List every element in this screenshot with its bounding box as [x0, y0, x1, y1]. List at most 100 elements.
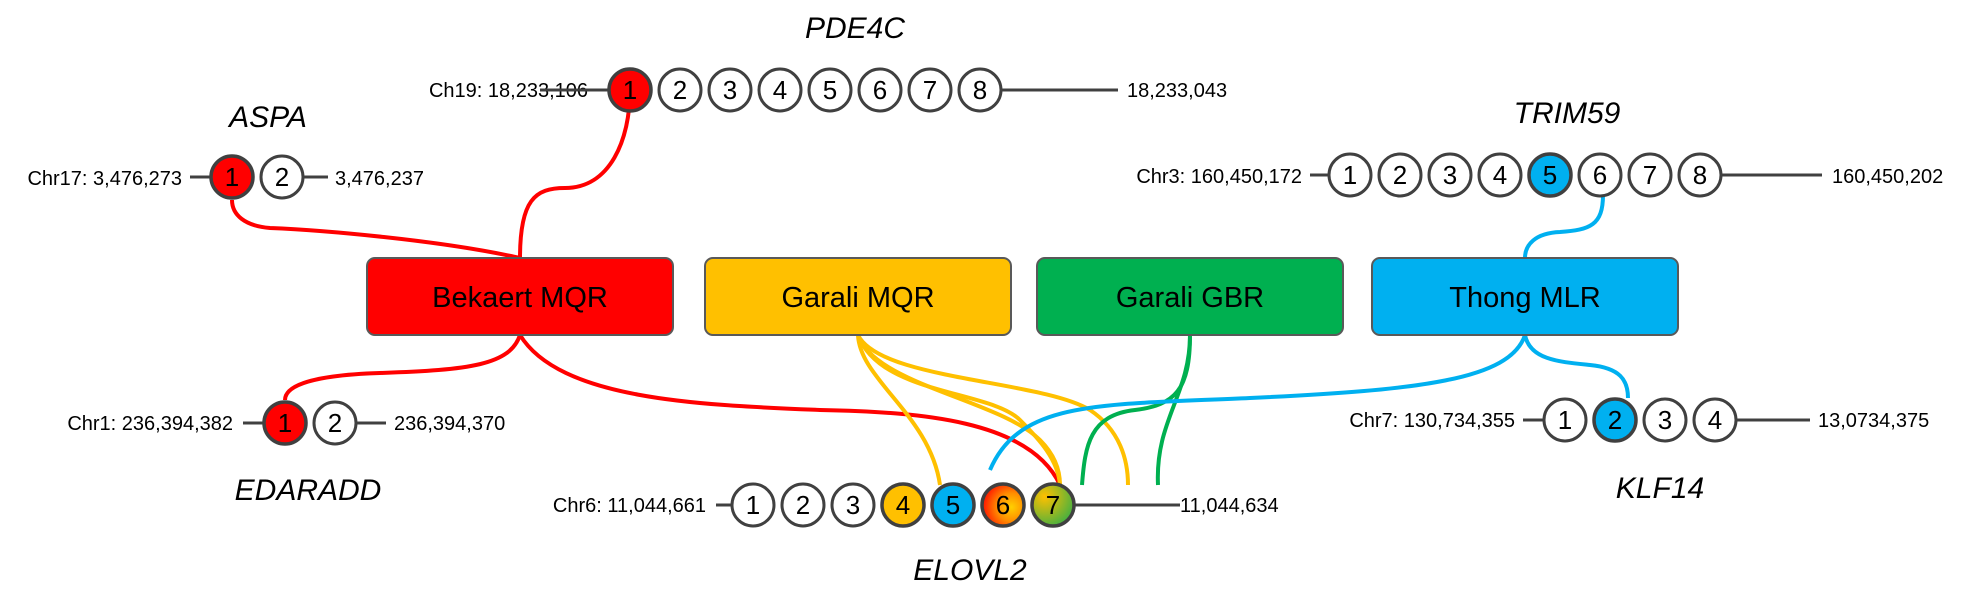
coord-right-trim59: 160,450,202	[1832, 166, 1943, 188]
cpg-site-label-elovl2-5: 5	[946, 490, 960, 520]
coord-left-klf14: Chr7: 130,734,355	[1349, 410, 1515, 432]
conn-bekaert-aspa-1	[230, 199, 521, 260]
cpg-site-label-trim59-1: 1	[1343, 160, 1357, 190]
cpg-site-aspa-2	[259, 154, 305, 200]
model-label-thong: Thong MLR	[1449, 282, 1601, 314]
gene-name-edaradd: EDARADD	[235, 474, 382, 507]
cpg-site-label-trim59-5: 5	[1543, 160, 1557, 190]
cpg-site-elovl2-6	[980, 482, 1026, 528]
cpg-site-label-trim59-8: 8	[1693, 160, 1707, 190]
cpg-site-label-elovl2-7: 7	[1046, 490, 1060, 520]
conn-bekaert-elovl2-6	[518, 333, 1062, 486]
gene-name-aspa: ASPA	[227, 101, 307, 134]
cpg-site-label-edaradd-2: 2	[328, 408, 342, 438]
conn-garalimqr-elovl2-4	[856, 334, 942, 486]
conn-bekaert-pde4c-1	[518, 89, 632, 259]
cpg-site-label-pde4c-5: 5	[823, 75, 837, 105]
cpg-site-label-trim59-3: 3	[1443, 160, 1457, 190]
coord-right-pde4c: 18,233,043	[1127, 80, 1227, 102]
conn-garalimqr-elovl2-7	[856, 333, 1130, 486]
coord-right-elovl2: 11,044,634	[1180, 495, 1279, 517]
cpg-site-label-trim59-2: 2	[1393, 160, 1407, 190]
coord-left-elovl2: Chr6: 11,044,661	[553, 495, 706, 517]
cpg-site-label-klf14-2: 2	[1608, 405, 1622, 435]
cpg-site-elovl2-1	[730, 482, 776, 528]
conn-bekaert-edaradd-1	[283, 334, 522, 401]
cpg-site-label-elovl2-1: 1	[746, 490, 760, 520]
cpg-site-klf14-2	[1592, 397, 1638, 443]
cpg-site-label-klf14-3: 3	[1658, 405, 1672, 435]
cpg-site-label-elovl2-6: 6	[996, 490, 1010, 520]
cpg-site-label-elovl2-3: 3	[846, 490, 860, 520]
coord-left-edaradd: Chr1: 236,394,382	[67, 413, 233, 435]
cpg-site-label-pde4c-4: 4	[773, 75, 787, 105]
cpg-site-aspa-1	[209, 154, 255, 200]
coord-left-trim59: Chr3: 160,450,172	[1136, 166, 1302, 188]
cpg-site-elovl2-3	[830, 482, 876, 528]
gene-name-elovl2: ELOVL2	[913, 554, 1027, 587]
cpg-site-elovl2-2	[780, 482, 826, 528]
gene-aspa: ASPA Chr17: 3,476,273 3,476,237 1 2	[27, 101, 424, 200]
cpg-site-pde4c-4	[757, 67, 803, 113]
cpg-site-label-trim59-7: 7	[1643, 160, 1657, 190]
cpg-site-trim59-5	[1527, 152, 1573, 198]
model-box-garali-gbr: Garali GBR	[1036, 257, 1344, 336]
coord-right-klf14: 13,0734,375	[1818, 410, 1929, 432]
cpg-site-label-edaradd-1: 1	[278, 408, 292, 438]
cpg-site-pde4c-7	[907, 67, 953, 113]
cpg-site-label-aspa-1: 1	[225, 162, 239, 192]
conn-garaligbr-elovl2-7	[1155, 334, 1192, 486]
gene-elovl2: ELOVL2 Chr6: 11,044,661 11,044,634 1 2 3 4 5…	[553, 482, 1279, 587]
cpg-site-label-elovl2-4: 4	[896, 490, 910, 520]
cpg-site-pde4c-3	[707, 67, 753, 113]
conn-thong-klf14-2	[1523, 334, 1630, 399]
cpg-site-pde4c-5	[807, 67, 853, 113]
model-box-bekaert: Bekaert MQR	[366, 257, 674, 336]
cpg-site-elovl2-5	[930, 482, 976, 528]
coord-right-aspa: 3,476,237	[335, 168, 424, 190]
cpg-site-trim59-2	[1377, 152, 1423, 198]
cpg-site-edaradd-1	[262, 400, 308, 446]
cpg-site-trim59-3	[1427, 152, 1473, 198]
model-label-garali-mqr: Garali MQR	[781, 282, 934, 314]
cpg-site-label-elovl2-2: 2	[796, 490, 810, 520]
model-box-thong: Thong MLR	[1371, 257, 1679, 336]
gene-edaradd: EDARADD Chr1: 236,394,382 236,394,370 1 2	[67, 400, 505, 507]
cpg-site-trim59-1	[1327, 152, 1373, 198]
cpg-site-edaradd-2	[312, 400, 358, 446]
model-label-garali-gbr: Garali GBR	[1116, 282, 1264, 314]
cpg-site-pde4c-8	[957, 67, 1003, 113]
gene-name-trim59: TRIM59	[1514, 97, 1621, 130]
model-box-bekaert-rect	[366, 257, 674, 336]
cpg-site-label-pde4c-3: 3	[723, 75, 737, 105]
coord-left-aspa: Chr17: 3,476,273	[27, 168, 182, 190]
conn-garalimqr-elovl2-6b	[856, 334, 1062, 486]
cpg-site-klf14-4	[1692, 397, 1738, 443]
cpg-site-trim59-8	[1677, 152, 1723, 198]
cpg-site-label-trim59-6: 6	[1593, 160, 1607, 190]
cpg-site-elovl2-7	[1030, 482, 1076, 528]
cpg-site-label-pde4c-6: 6	[873, 75, 887, 105]
conn-thong-trim59-5	[1523, 194, 1605, 259]
cpg-site-klf14-1	[1542, 397, 1588, 443]
gene-trim59: TRIM59 Chr3: 160,450,172 160,450,202 1 2 3…	[1136, 97, 1943, 198]
coord-right-edaradd: 236,394,370	[394, 413, 505, 435]
cpg-site-label-pde4c-2: 2	[673, 75, 687, 105]
gene-name-pde4c: PDE4C	[805, 12, 905, 45]
cpg-site-label-pde4c-7: 7	[923, 75, 937, 105]
cpg-site-pde4c-1	[607, 67, 653, 113]
model-box-garali-mqr-rect	[704, 257, 1012, 336]
cpg-site-trim59-4	[1477, 152, 1523, 198]
cpg-site-label-pde4c-8: 8	[973, 75, 987, 105]
cpg-site-pde4c-2	[657, 67, 703, 113]
coord-left-pde4c: Ch19: 18,233,106	[429, 80, 588, 102]
cpg-site-trim59-7	[1627, 152, 1673, 198]
conn-thong-elovl2-5	[988, 334, 1527, 471]
model-label-bekaert: Bekaert MQR	[432, 282, 608, 314]
cpg-site-klf14-3	[1642, 397, 1688, 443]
cpg-site-label-aspa-2: 2	[275, 162, 289, 192]
model-box-thong-rect	[1371, 257, 1679, 336]
